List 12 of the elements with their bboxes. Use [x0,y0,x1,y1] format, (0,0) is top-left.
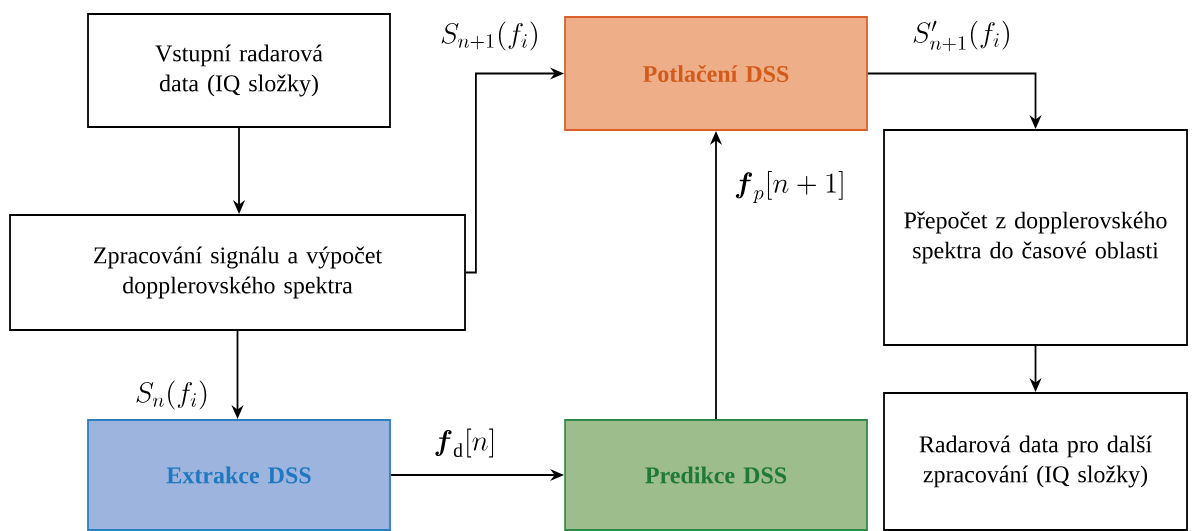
box: Přepočet z dopplerovského spektra do časové oblasti [883,129,1188,346]
edge-label: $S_{n+1}(f_i)$ [441,21,537,51]
process-box: Extrakce DSS [87,419,391,531]
process-box: Predikce DSS [564,419,868,531]
box: Zpracování signálu a výpočet dopplerovského spektra [9,214,466,331]
edge-label: $\boldsymbol{f}_{p}[n+1]$ [735,170,843,204]
box: Radarová data pro další zpracování (IQ složky) [883,392,1188,531]
edge-label: $S'_{n+1}(f_i)$ [913,20,1009,52]
edge-label: $\boldsymbol{f}_{\mathrm{d}}[n]$ [435,428,494,458]
process-box: Potlačení DSS [564,16,868,131]
box: Vstupní radarová data (IQ složky) [87,13,391,128]
edge-label: $S_n(f_i)$ [136,380,207,410]
